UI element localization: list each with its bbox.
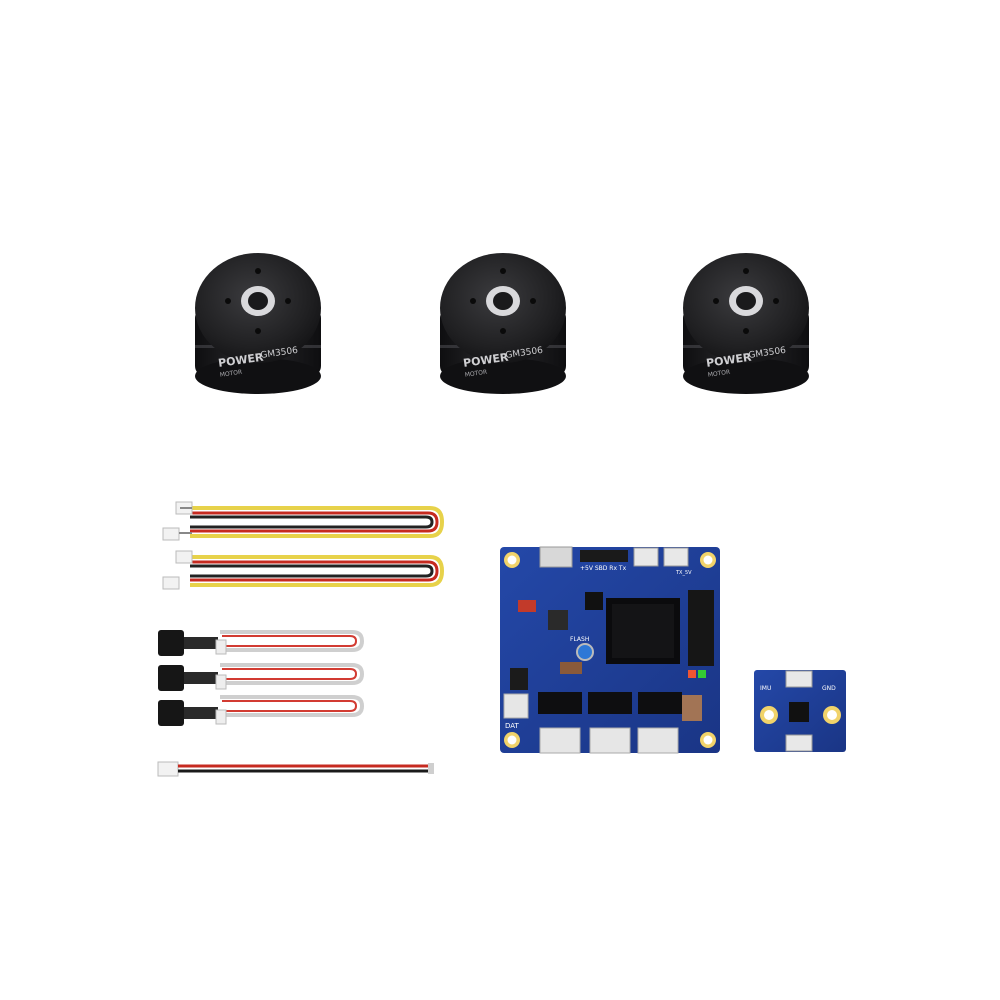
motor-brand-text: POWER: [462, 351, 509, 370]
motor-center: POWER GM3506 MOTOR: [440, 253, 566, 394]
motor-right: POWER GM3506 MOTOR: [683, 253, 809, 394]
cable-multicolor-2: [162, 550, 445, 590]
cable-power-short: [157, 761, 434, 777]
imu-label-right: GND: [822, 685, 836, 692]
cable-servo-1: [158, 630, 365, 656]
imu-board: IMU GND: [754, 670, 846, 752]
motor-brand-text: POWER: [705, 351, 752, 370]
motor-sub-text: MOTOR: [464, 369, 487, 379]
motor-left: POWER GM3506 MOTOR: [195, 253, 321, 394]
cable-servo-2: [158, 663, 365, 691]
motor-sub-text: MOTOR: [707, 369, 730, 379]
tx-label: TX_5V: [675, 570, 692, 576]
dat-label: DAT: [505, 722, 520, 730]
motor-sub-text: MOTOR: [219, 369, 242, 379]
imu-label-left: IMU: [760, 685, 771, 692]
controller-board: +5V SBD Rx Tx TX_5V FLASH DAT: [500, 546, 720, 754]
header-pin-label: +5V SBD Rx Tx: [580, 565, 627, 572]
cable-servo-3: [158, 695, 365, 726]
flash-label: FLASH: [570, 636, 589, 643]
cable-multicolor-1: [162, 501, 445, 541]
motor-brand-text: POWER: [217, 351, 264, 370]
